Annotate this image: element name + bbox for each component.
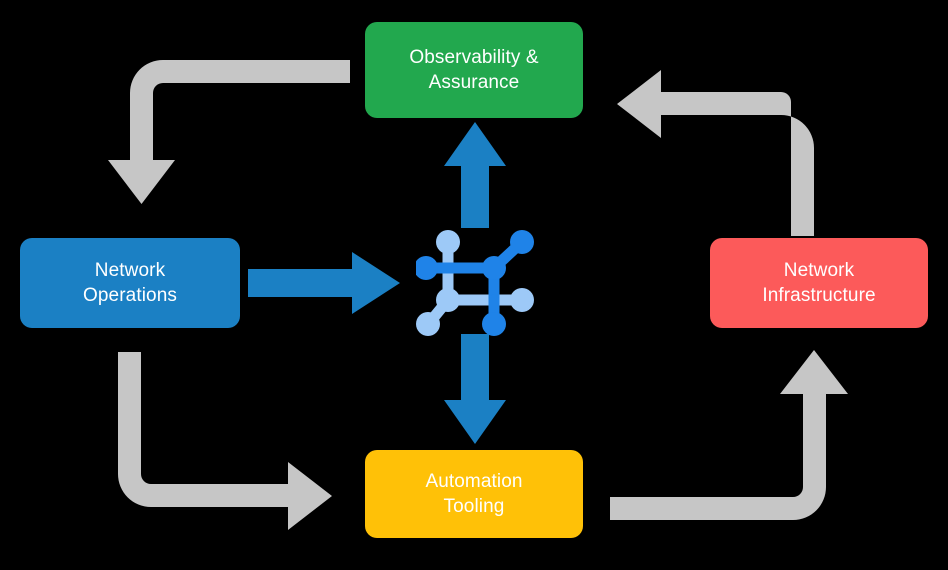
node-box-network-operations[interactable]: Network Operations bbox=[20, 238, 240, 328]
connector-infrastructure-to-observability bbox=[617, 70, 814, 236]
connector-automation-to-infrastructure bbox=[610, 350, 848, 520]
connector-operations-to-center bbox=[248, 252, 400, 314]
connector-observability-to-operations bbox=[108, 60, 350, 204]
node-box-automation-tooling[interactable]: Automation Tooling bbox=[365, 450, 583, 538]
node-label-network-infrastructure: Network Infrastructure bbox=[762, 259, 876, 306]
node-box-observability[interactable]: Observability & Assurance bbox=[365, 22, 583, 118]
network-topology-icon bbox=[416, 230, 534, 336]
node-label-automation-tooling: Automation Tooling bbox=[425, 470, 523, 517]
node-label-network-operations: Network Operations bbox=[83, 259, 177, 306]
connector-center-to-observability bbox=[444, 122, 506, 228]
connector-operations-to-automation bbox=[118, 352, 332, 530]
node-label-observability: Observability & Assurance bbox=[409, 46, 539, 93]
connector-center-to-automation bbox=[444, 334, 506, 444]
node-box-network-infrastructure[interactable]: Network Infrastructure bbox=[710, 238, 928, 328]
